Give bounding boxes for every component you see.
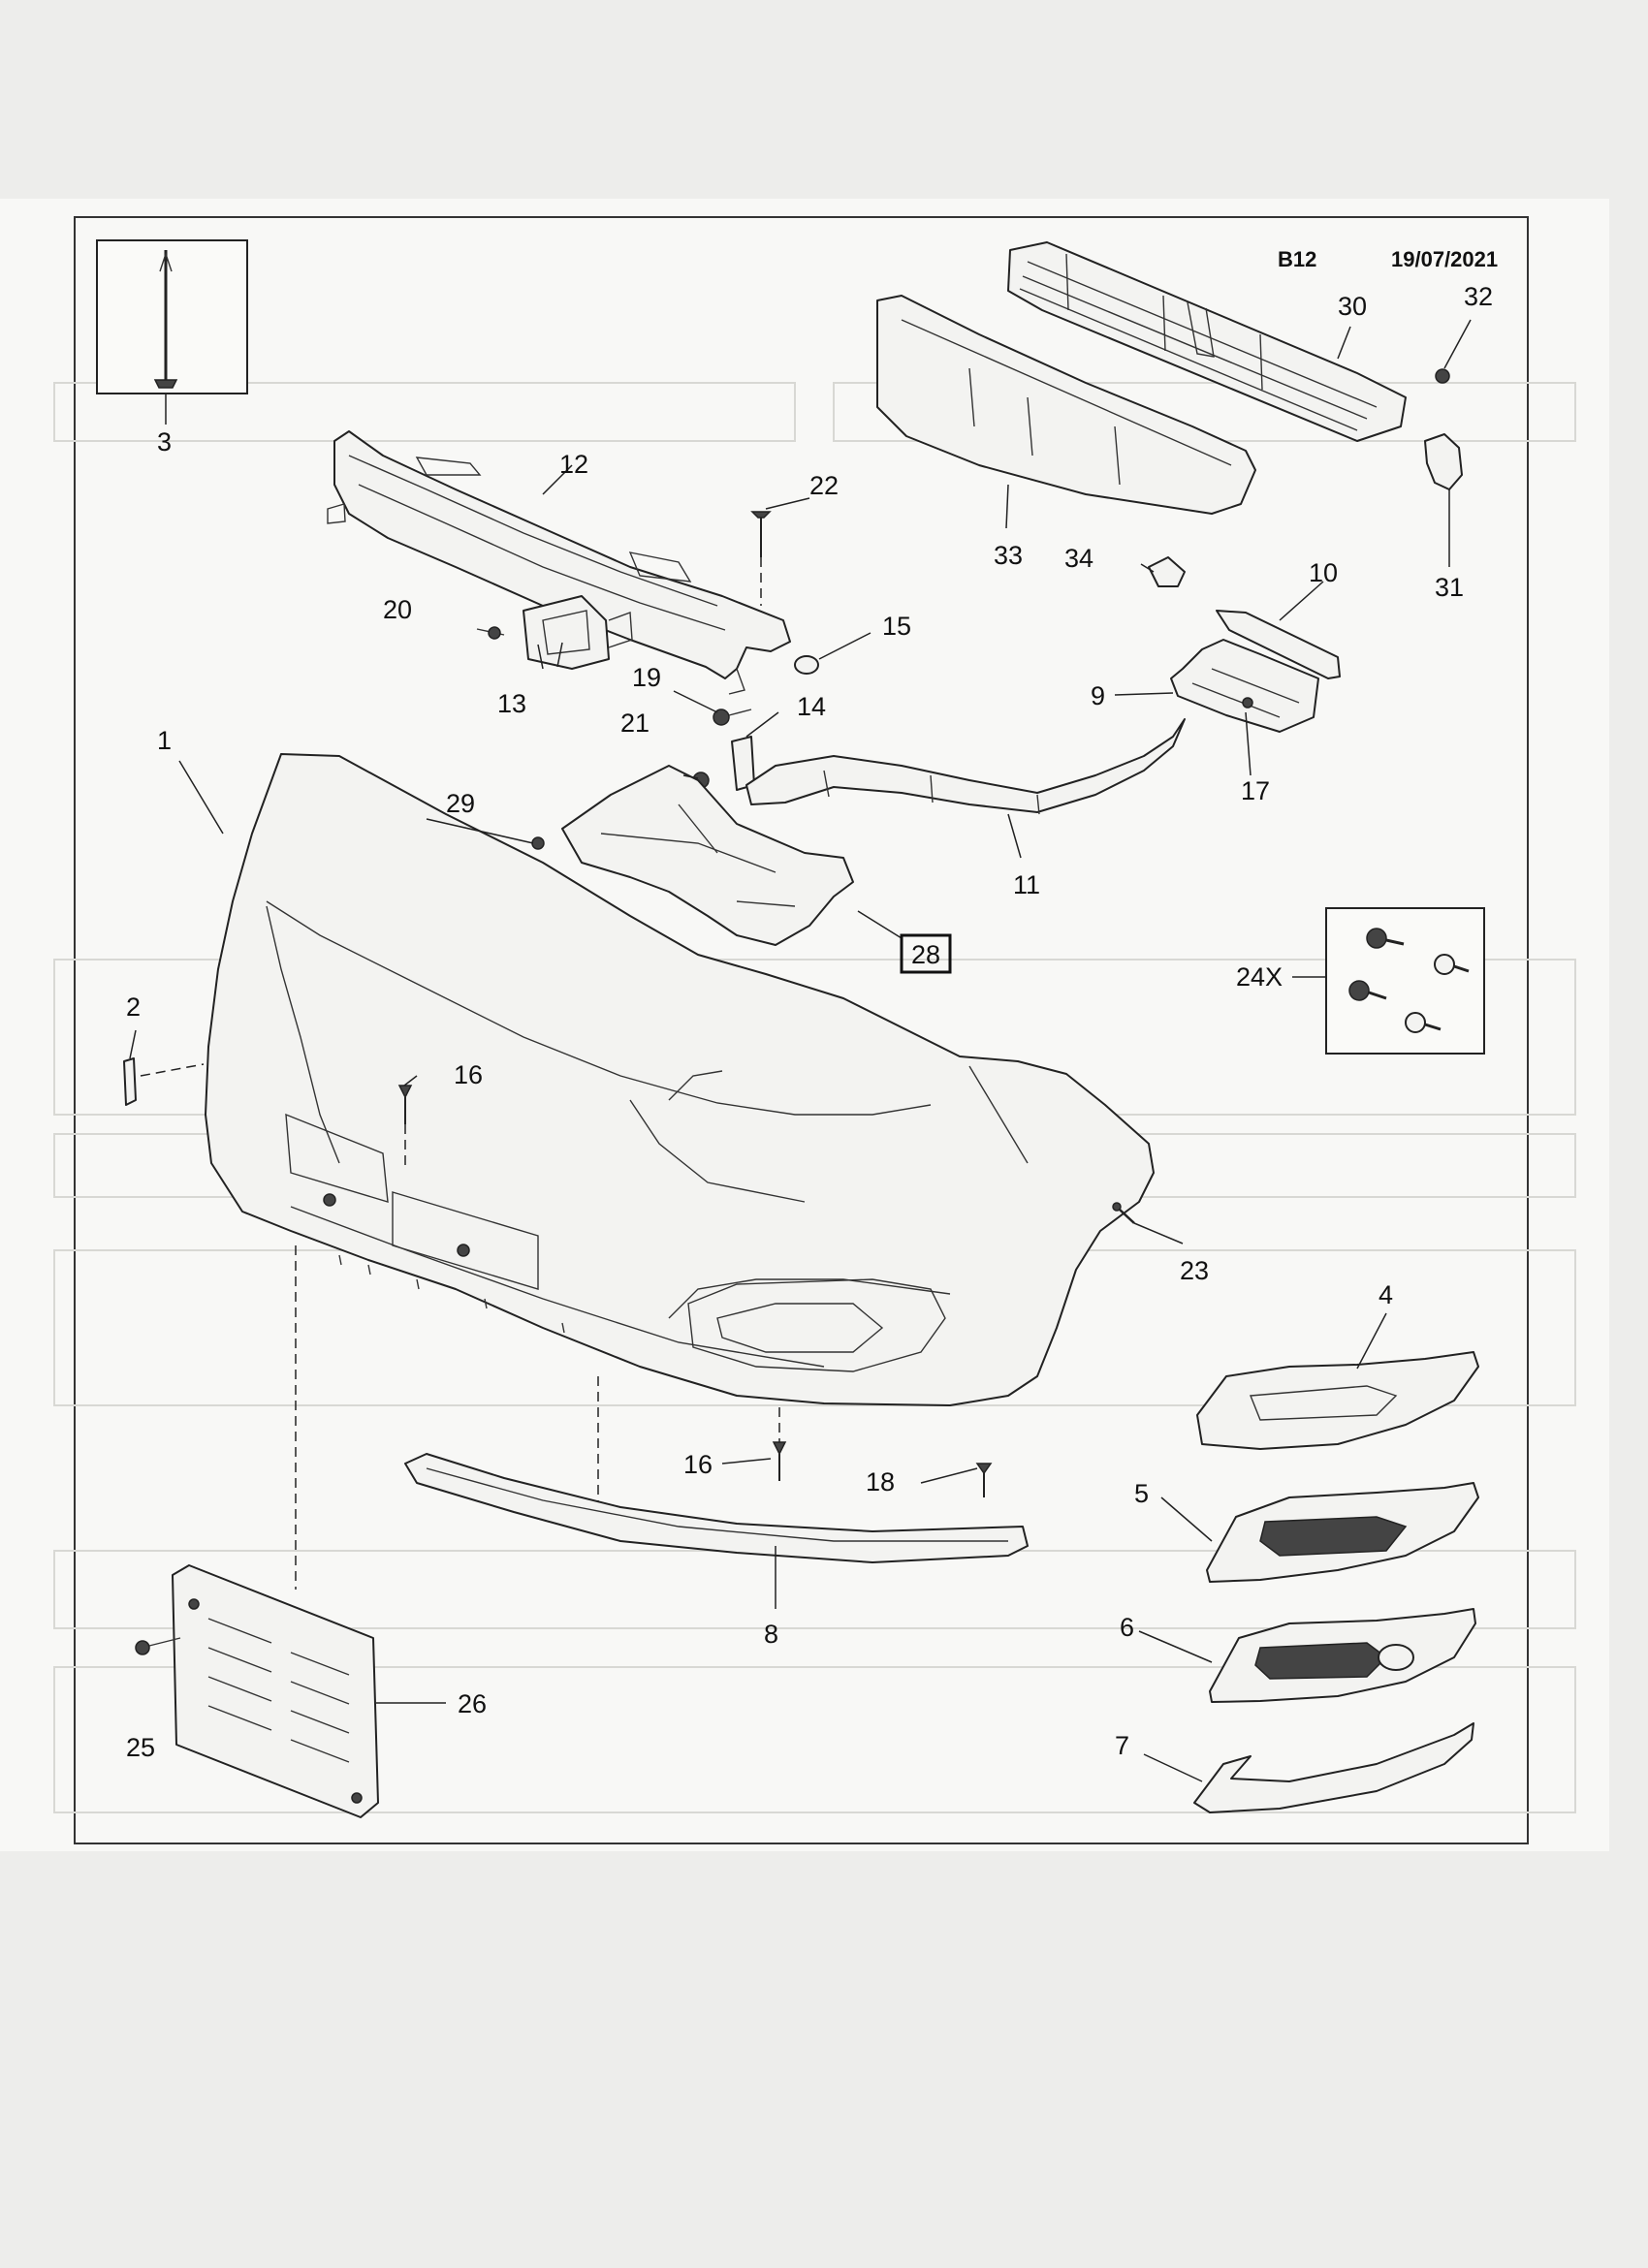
part-10-strip: [1216, 610, 1341, 679]
callout-25: 25: [126, 1733, 155, 1762]
callout-26: 26: [458, 1689, 487, 1718]
callout-14: 14: [797, 692, 826, 721]
callout-23: 23: [1180, 1256, 1209, 1285]
screw-icon: [1348, 980, 1387, 1001]
screw-icon: [1366, 928, 1405, 949]
part-4-trim: [1196, 1351, 1479, 1450]
screw-icon: [1405, 1012, 1442, 1033]
part-29-screw: [531, 836, 545, 850]
callout-10: 10: [1309, 558, 1338, 587]
callout-8: 8: [764, 1620, 778, 1649]
part-33-frame: [876, 295, 1256, 515]
part-15-clip: [794, 655, 819, 675]
part-1-bumper-cover: [205, 753, 1155, 1406]
part-22-screw: [750, 511, 772, 606]
callout-6: 6: [1120, 1613, 1134, 1642]
diagram-frame: [74, 216, 1529, 1844]
callout-22: 22: [809, 471, 839, 500]
part-23-pin: [1112, 1202, 1135, 1224]
callout-32: 32: [1464, 282, 1493, 311]
screw-icon: [1434, 954, 1470, 975]
part-3-inset: [96, 239, 248, 425]
part-13-block: [523, 595, 633, 670]
callout-33: 33: [994, 541, 1023, 570]
callout-19: 19: [632, 663, 661, 692]
callout-28: 28: [911, 940, 940, 969]
part-19-nut: [713, 709, 752, 726]
part-5-trim: [1206, 1482, 1479, 1583]
callout-16-lower: 16: [683, 1450, 713, 1479]
part-16-lower-clip: [772, 1407, 787, 1481]
callout-1: 1: [157, 726, 172, 755]
callout-3: 3: [157, 427, 172, 457]
callout-9: 9: [1091, 681, 1105, 710]
callout-13: 13: [497, 689, 526, 718]
part-30-grille-shutter: [1007, 241, 1407, 442]
callout-17: 17: [1241, 776, 1270, 805]
diagram-code: B12: [1278, 247, 1316, 271]
part-26-plate-bracket: [172, 1564, 379, 1818]
callout-24x: 24X: [1236, 962, 1283, 992]
part-6-trim: [1209, 1608, 1476, 1703]
callout-34: 34: [1064, 544, 1093, 573]
callout-28-box: [900, 933, 952, 974]
callout-4: 4: [1379, 1280, 1393, 1309]
part-9-side-bracket: [1170, 639, 1319, 733]
callout-30: 30: [1338, 292, 1367, 321]
callout-5: 5: [1134, 1479, 1149, 1508]
part-18-clip: [975, 1463, 993, 1497]
callout-20: 20: [383, 595, 412, 624]
callout-18: 18: [866, 1467, 895, 1496]
callout-2: 2: [126, 992, 141, 1022]
part-32-screw: [1435, 368, 1450, 384]
callout-12: 12: [559, 450, 588, 479]
diagram-date: 19/07/2021: [1391, 247, 1498, 271]
part-17-screw: [1242, 697, 1253, 709]
part-2-clip: [123, 1057, 205, 1106]
part-8-lower-strip: [404, 1453, 1029, 1563]
callout-31: 31: [1435, 573, 1464, 602]
part-31-sensor: [1424, 433, 1463, 490]
callout-21: 21: [620, 709, 650, 738]
callout-11: 11: [1013, 870, 1040, 899]
part-34-clip: [1148, 556, 1186, 587]
part-25-screw: [135, 1637, 181, 1655]
callout-29: 29: [446, 789, 475, 818]
part-24-screw-set-box: [1292, 907, 1485, 1055]
part-28-deflector: [561, 765, 854, 946]
part-20-screw: [476, 626, 505, 640]
callout-16-upper: 16: [454, 1060, 483, 1089]
callout-7: 7: [1115, 1731, 1129, 1760]
part-12-upper-bracket: [327, 430, 791, 695]
callout-15: 15: [882, 612, 911, 641]
callout-labels: 1 2 3 4 5 6 7 8 9 10 11 12 13 14 15 16 1…: [126, 282, 1493, 1762]
part-11-guide-rail: [745, 718, 1186, 815]
leader-lines: [129, 319, 1472, 1782]
part-7-trim: [1193, 1722, 1474, 1813]
